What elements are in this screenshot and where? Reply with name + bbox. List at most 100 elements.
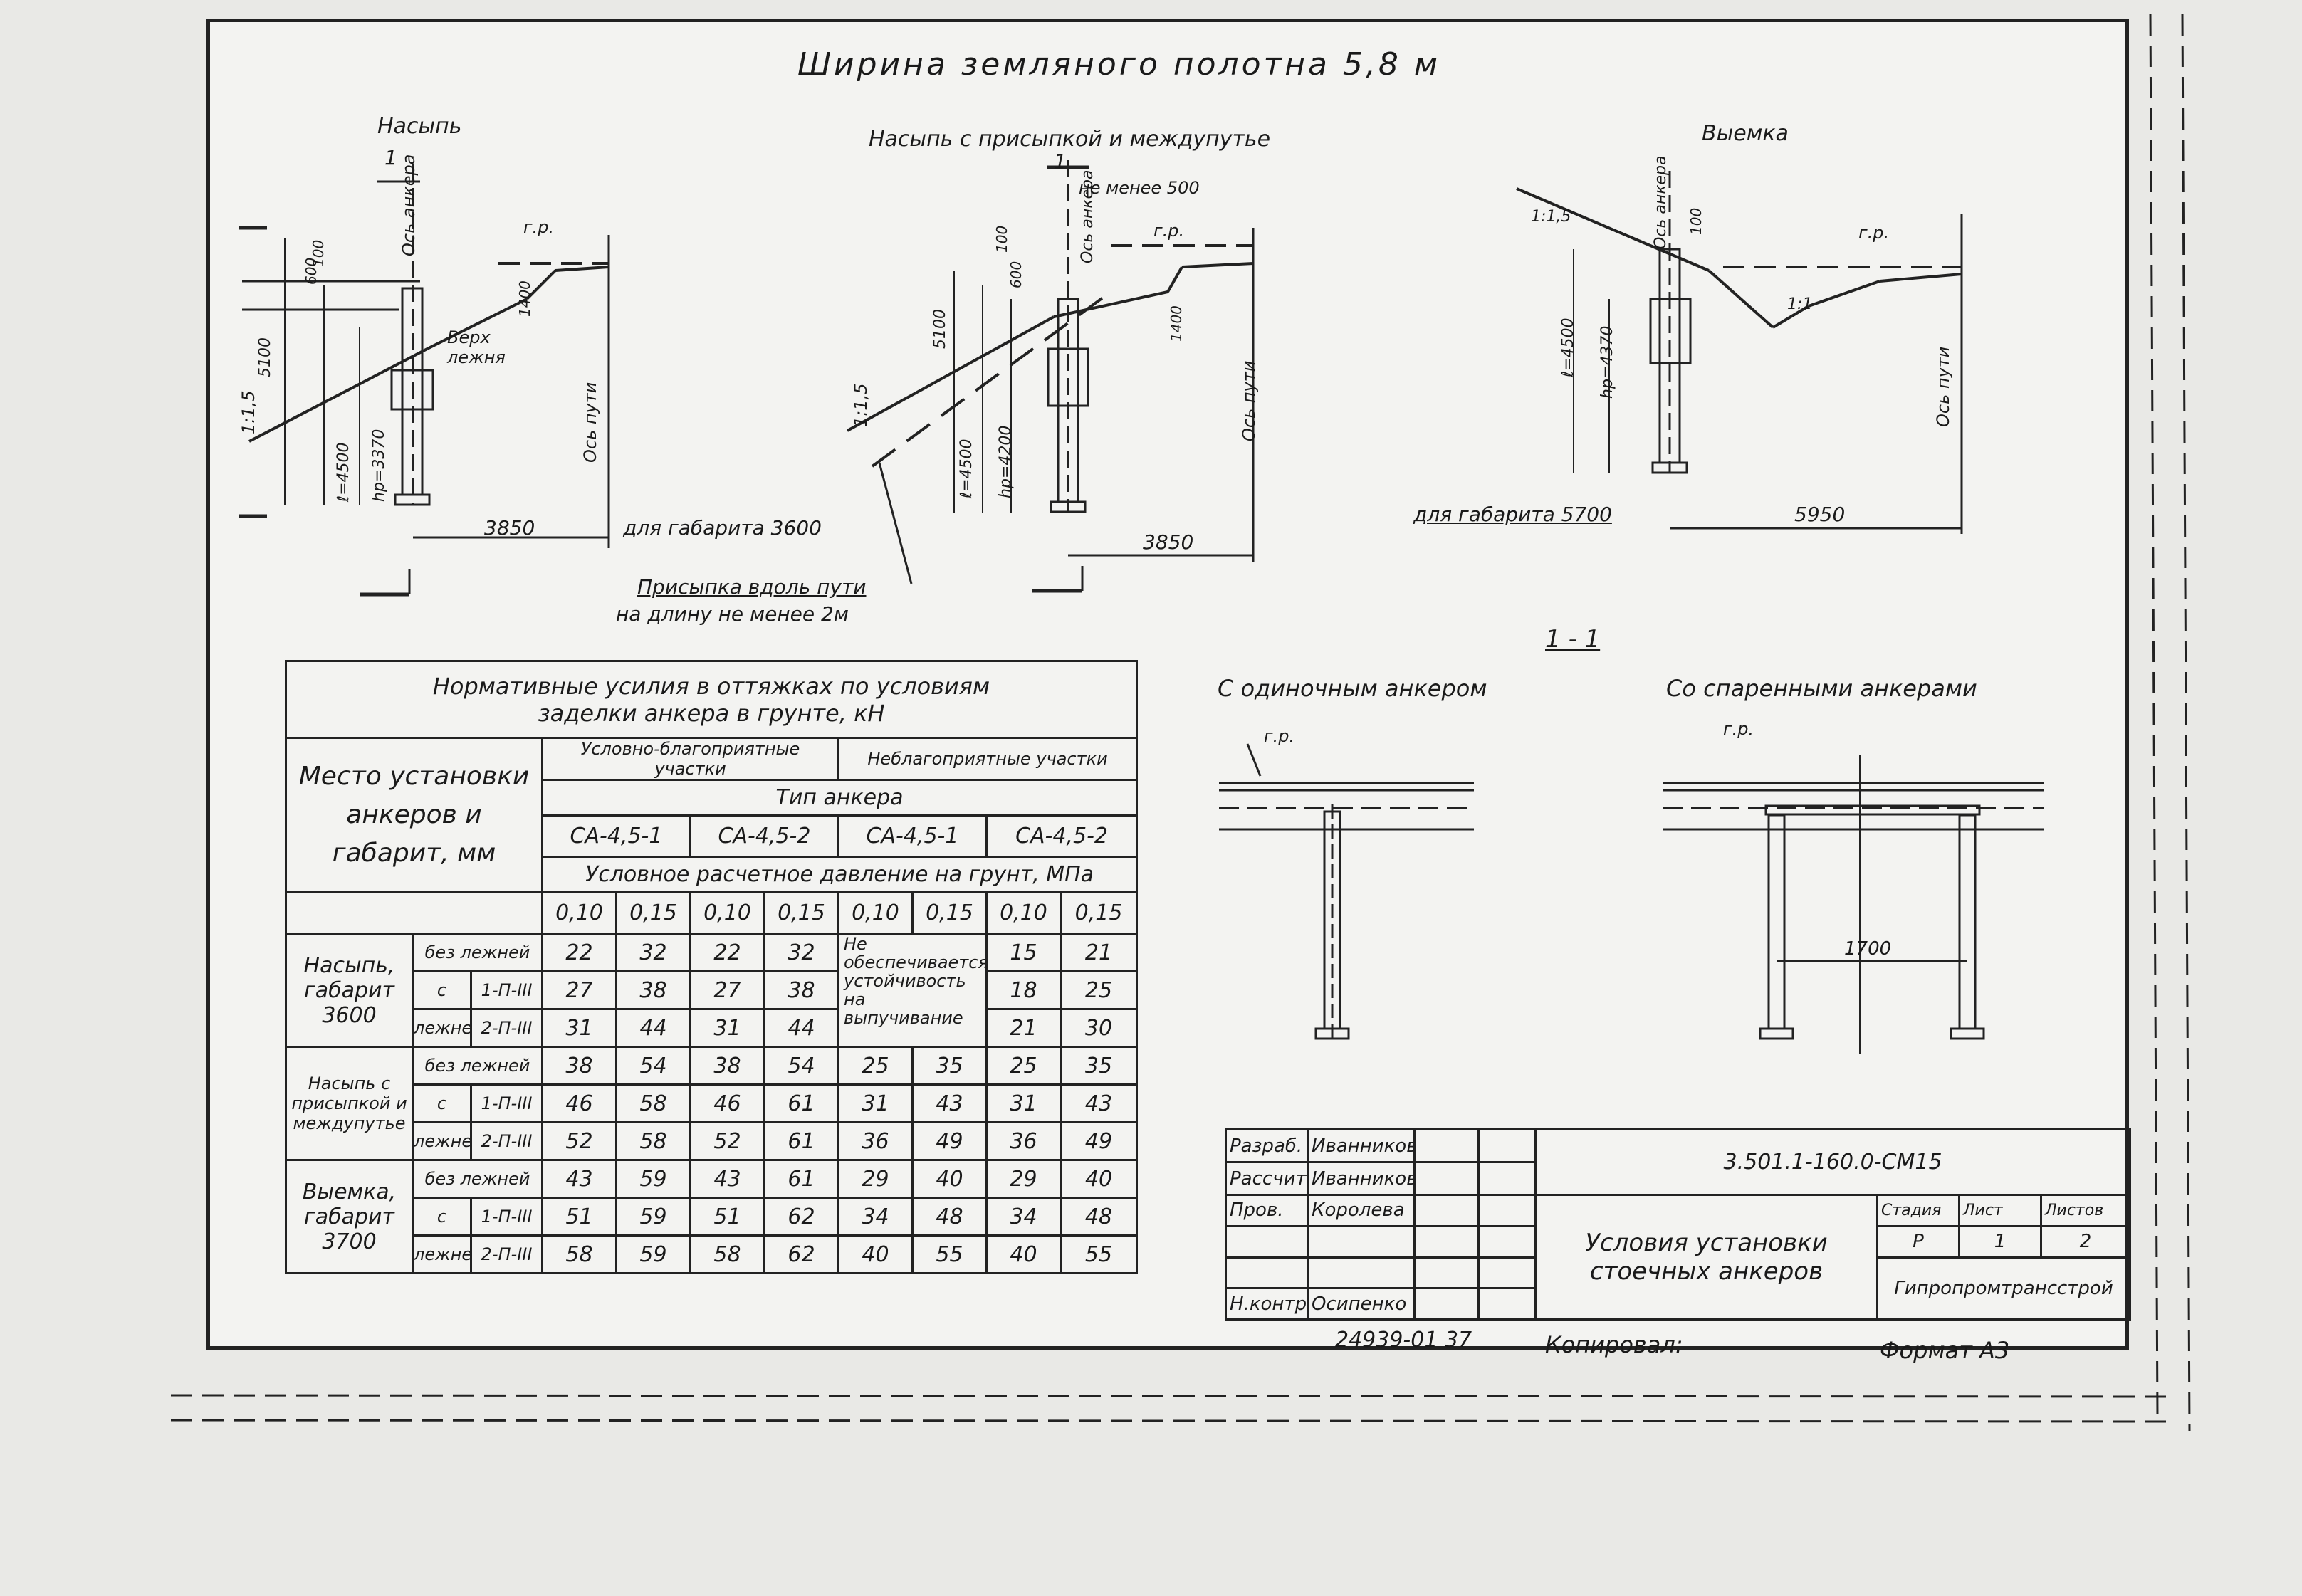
embankment-gr-label: г.р. — [523, 217, 555, 237]
cut-dim-hr: hр=4370 — [1599, 325, 1616, 399]
embankment-gauge-note: для габарита 3600 — [623, 516, 822, 540]
not-ensured-note: Не обеспечивается устойчивость на выпучи… — [837, 933, 988, 1048]
berm-dim-hr: hр=4200 — [997, 425, 1015, 498]
paired-anchors-view — [1663, 755, 2044, 1054]
cut-gr-label: г.р. — [1858, 223, 1890, 243]
format-label: Формат А3 — [1880, 1337, 2010, 1364]
embankment-dim-3850: 3850 — [484, 516, 535, 540]
berm-dim-100: 100 — [993, 225, 1010, 253]
table-row: с 1-П-III 46 58 46 61 31 43 31 43 — [286, 1083, 1139, 1123]
signature — [1413, 1287, 1480, 1321]
signature — [1413, 1194, 1480, 1227]
pressure-value: 0,15 — [1059, 891, 1139, 935]
stage-label: Стадия — [1876, 1194, 1960, 1227]
paired-anchors-title: Со спаренными анкерами — [1666, 675, 1977, 702]
cut-axis-label: Ось анкера — [1652, 155, 1670, 249]
cut-dim-l: ℓ=4500 — [1559, 317, 1577, 377]
group-name: Выемка, габарит 3700 — [285, 1159, 414, 1274]
type-2: СА-4,5-2 — [689, 814, 839, 858]
berm-dim-3850: 3850 — [1143, 530, 1194, 554]
copied-by: Копировал: — [1545, 1331, 1683, 1358]
berm-min-500: не менее 500 — [1079, 178, 1200, 198]
drawing-code: 3.501.1-160.0-СМ15 — [1534, 1128, 2132, 1197]
embankment-dim-hr: hр=3370 — [370, 429, 388, 502]
embankment-slope: 1:1,5 — [239, 390, 258, 434]
table-row: с 1-П-III 27 38 27 38 18 25 — [286, 970, 1139, 1010]
cut-dim-100: 100 — [1688, 207, 1705, 235]
type-4: СА-4,5-2 — [985, 814, 1139, 858]
berm-track-axis: Ось пути — [1239, 360, 1259, 441]
place-header-cont — [285, 892, 543, 935]
embankment-section — [239, 164, 610, 597]
signature — [1413, 1161, 1480, 1197]
sheet-value: 1 — [1958, 1224, 2042, 1259]
sheet-label: Лист — [1958, 1194, 2042, 1227]
signature — [1413, 1128, 1480, 1164]
table-row: с 1-П-III 51 59 51 62 34 48 34 48 — [286, 1197, 1139, 1237]
berm-title: Насыпь с присыпкой и междупутье — [869, 127, 1271, 152]
organization: Гипропромтрансстрой — [1875, 1256, 2132, 1321]
group-name: Насыпь с присыпкой и междупутье — [285, 1046, 414, 1161]
embankment-dim-l: ℓ=4500 — [335, 442, 352, 502]
cut-title: Выемка — [1702, 121, 1789, 146]
embankment-cut-mark: 1 — [384, 146, 397, 169]
berm-dim-600: 600 — [1008, 261, 1025, 288]
single-anchor-title: С одиночным анкером — [1218, 675, 1487, 702]
table-row: Выемка, габарит 3700 без лежней 43 59 43… — [285, 1159, 1139, 1274]
paired-dim-1700: 1700 — [1844, 938, 1892, 960]
single-anchor-view — [1219, 743, 1474, 1040]
page-title: Ширина земляного полотна 5,8 м — [797, 46, 1441, 83]
cut-dim-5950: 5950 — [1794, 503, 1846, 526]
pressure-header: Условное расчетное давление на грунт, МП… — [540, 856, 1139, 893]
cut-track-axis: Ось пути — [1933, 346, 1953, 427]
table-row: Насыпь, габарит 3600 без лежней 22 32 22… — [285, 933, 1139, 1048]
paired-gr-label: г.р. — [1723, 719, 1754, 739]
table-row: Насыпь с присыпкой и междупутье без лежн… — [285, 1046, 1139, 1161]
embankment-berm-section — [847, 160, 1255, 593]
cut-slope-2: 1:1 — [1787, 295, 1813, 313]
berm-note-line2: на длину не менее 2м — [616, 602, 849, 626]
berm-gr-label: г.р. — [1153, 221, 1185, 241]
embankment-sleeper-label: Верх лежня — [447, 327, 506, 367]
condition-unfavourable: Неблагоприятные участки — [837, 737, 1139, 781]
table-title: Нормативные усилия в оттяжках по условия… — [284, 660, 1139, 739]
pressure-value: 0,10 — [837, 891, 914, 935]
loads-table: Нормативные усилия в оттяжках по условия… — [284, 660, 1139, 1274]
section-1-1-title: 1 - 1 — [1545, 625, 1601, 653]
archive-number: 24939-01 37 — [1335, 1328, 1472, 1353]
berm-dim-5100: 5100 — [931, 309, 949, 349]
pressure-value: 0,10 — [541, 891, 617, 935]
pressure-value: 0,15 — [911, 891, 988, 935]
place-header: Место установки анкеров и габарит, мм — [285, 737, 543, 893]
sheets-label: Листов — [2039, 1194, 2132, 1227]
embankment-title: Насыпь — [377, 114, 462, 139]
pressure-value: 0,10 — [985, 891, 1062, 935]
title-block: Разраб. Иванникова 3.501.1-160.0-СМ15 Ра… — [1225, 1128, 2132, 1321]
embankment-axis-label: Ось анкера — [399, 154, 419, 256]
anchor-type-header: Тип анкера — [540, 779, 1139, 817]
berm-cut-mark: 1 — [1054, 149, 1067, 173]
group-name: Насыпь, габарит 3600 — [285, 933, 414, 1048]
cut-section — [1516, 171, 1963, 534]
embankment-dim-600: 600 — [303, 257, 320, 285]
cut-slope-1: 1:1,5 — [1531, 208, 1571, 226]
pressure-value: 0,10 — [689, 891, 765, 935]
berm-slope: 1:1,5 — [851, 383, 871, 427]
cut-gauge-note: для габарита 5700 — [1413, 503, 1612, 526]
sheets-value: 2 — [2039, 1224, 2132, 1259]
stage-value: Р — [1876, 1224, 1960, 1259]
single-gr-label: г.р. — [1264, 726, 1295, 746]
embankment-dim-5100: 5100 — [256, 337, 274, 377]
table-row: лежнем 2-П-III 52 58 52 61 36 49 36 49 — [286, 1121, 1139, 1161]
type-3: СА-4,5-1 — [837, 814, 988, 858]
embankment-dim-1400: 1400 — [516, 280, 533, 317]
berm-axis-label: Ось анкера — [1079, 169, 1097, 263]
berm-dim-1400: 1400 — [1168, 305, 1185, 342]
berm-note-line1: Присыпка вдоль пути — [637, 575, 867, 599]
table-row: лежнем 2-П-III 31 44 31 44 21 30 — [286, 1008, 1139, 1048]
table-row: лежнем 2-П-III 58 59 58 62 40 55 40 55 — [286, 1234, 1139, 1274]
berm-dim-l: ℓ=4500 — [958, 439, 975, 498]
pressure-value: 0,15 — [763, 891, 839, 935]
